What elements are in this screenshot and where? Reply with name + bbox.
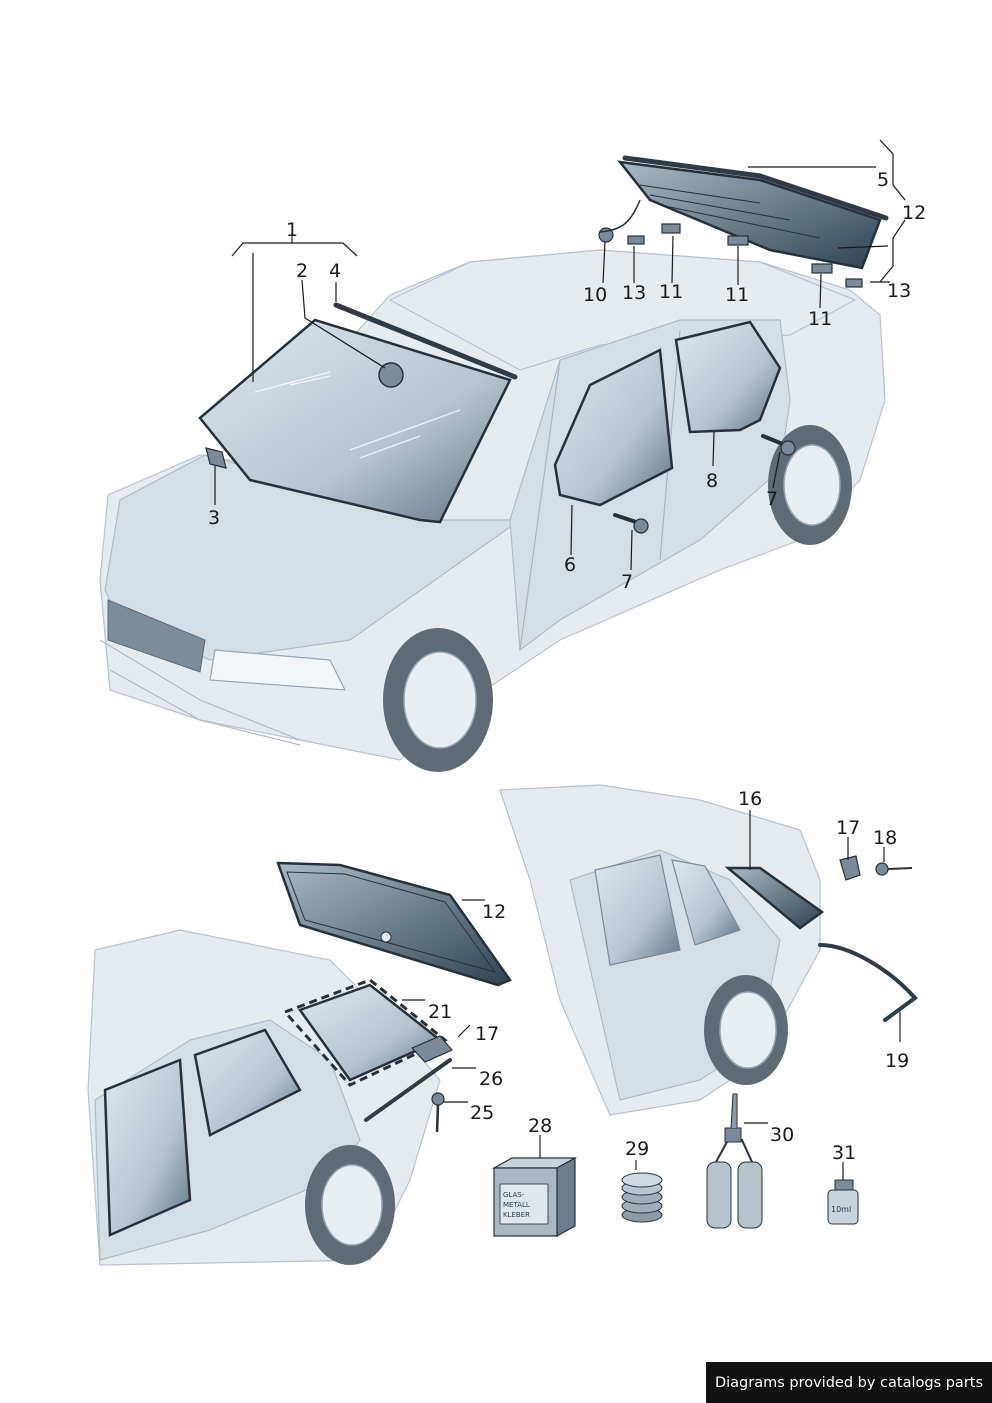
callout-12a: 12 [902,202,926,224]
clip-13a [627,235,645,245]
rear-window-seal [622,155,889,221]
clip-11b [727,235,749,246]
avant-right-illustration [499,784,821,1116]
callout-13a: 13 [622,282,646,304]
windscreen-trim [333,302,518,380]
callout-21: 21 [428,1001,452,1023]
windscreen [198,318,512,524]
callout-6: 6 [564,554,576,576]
mirror-base [205,447,227,469]
clip-11a [661,223,681,234]
callout-25: 25 [470,1102,494,1124]
clip-17 [839,855,861,881]
leader-lines [214,139,906,1180]
callout-10: 10 [583,284,607,306]
callout-1: 1 [286,219,298,241]
primer-bottle [827,1179,859,1225]
rear-window-top [617,160,882,270]
adhesive-label-2: METALL [503,1201,530,1209]
cord-coil [621,1172,663,1223]
callout-2: 2 [296,260,308,282]
rear-door-window [674,320,782,434]
callout-18: 18 [873,827,897,849]
rear-quarter-glass [724,866,825,930]
clip-13b [845,278,863,288]
clip-11c [811,263,833,274]
bolt-25 [431,1092,445,1106]
callout-17a: 17 [836,817,860,839]
trim-strip [364,1058,452,1122]
callout-19: 19 [885,1050,909,1072]
callout-12b: 12 [482,901,506,923]
callout-4: 4 [329,260,341,282]
callout-5: 5 [877,169,889,191]
callout-28: 28 [528,1115,552,1137]
avant-left-illustration [87,929,441,1266]
callout-8: 8 [706,470,718,492]
bottle-volume-label: 10ml [831,1205,851,1214]
callout-16: 16 [738,788,762,810]
callout-3: 3 [208,507,220,529]
adhesive-box [491,1156,578,1238]
callout-7a: 7 [621,571,633,593]
window-seal [818,943,918,1022]
callout-17b: 17 [475,1023,499,1045]
adhesive-label-1: GLAS- [503,1191,525,1199]
adhesive-label-3: KLEBER [503,1211,530,1219]
footer-credit: Diagrams provided by catalogs parts [706,1362,992,1403]
callout-11a: 11 [659,281,683,303]
callout-29: 29 [625,1138,649,1160]
callout-7b: 7 [766,488,778,510]
callout-11b: 11 [725,284,749,306]
callout-30: 30 [770,1124,794,1146]
callout-11c: 11 [808,308,832,330]
callout-26: 26 [479,1068,503,1090]
adhesive-cartridge [706,1093,763,1229]
callout-13b: 13 [887,280,911,302]
callout-31: 31 [832,1142,856,1164]
front-door-window [553,348,674,507]
bracket-17 [410,1035,453,1063]
rear-window [276,861,512,987]
screw-18 [875,862,889,876]
rain-sensor [378,362,404,388]
